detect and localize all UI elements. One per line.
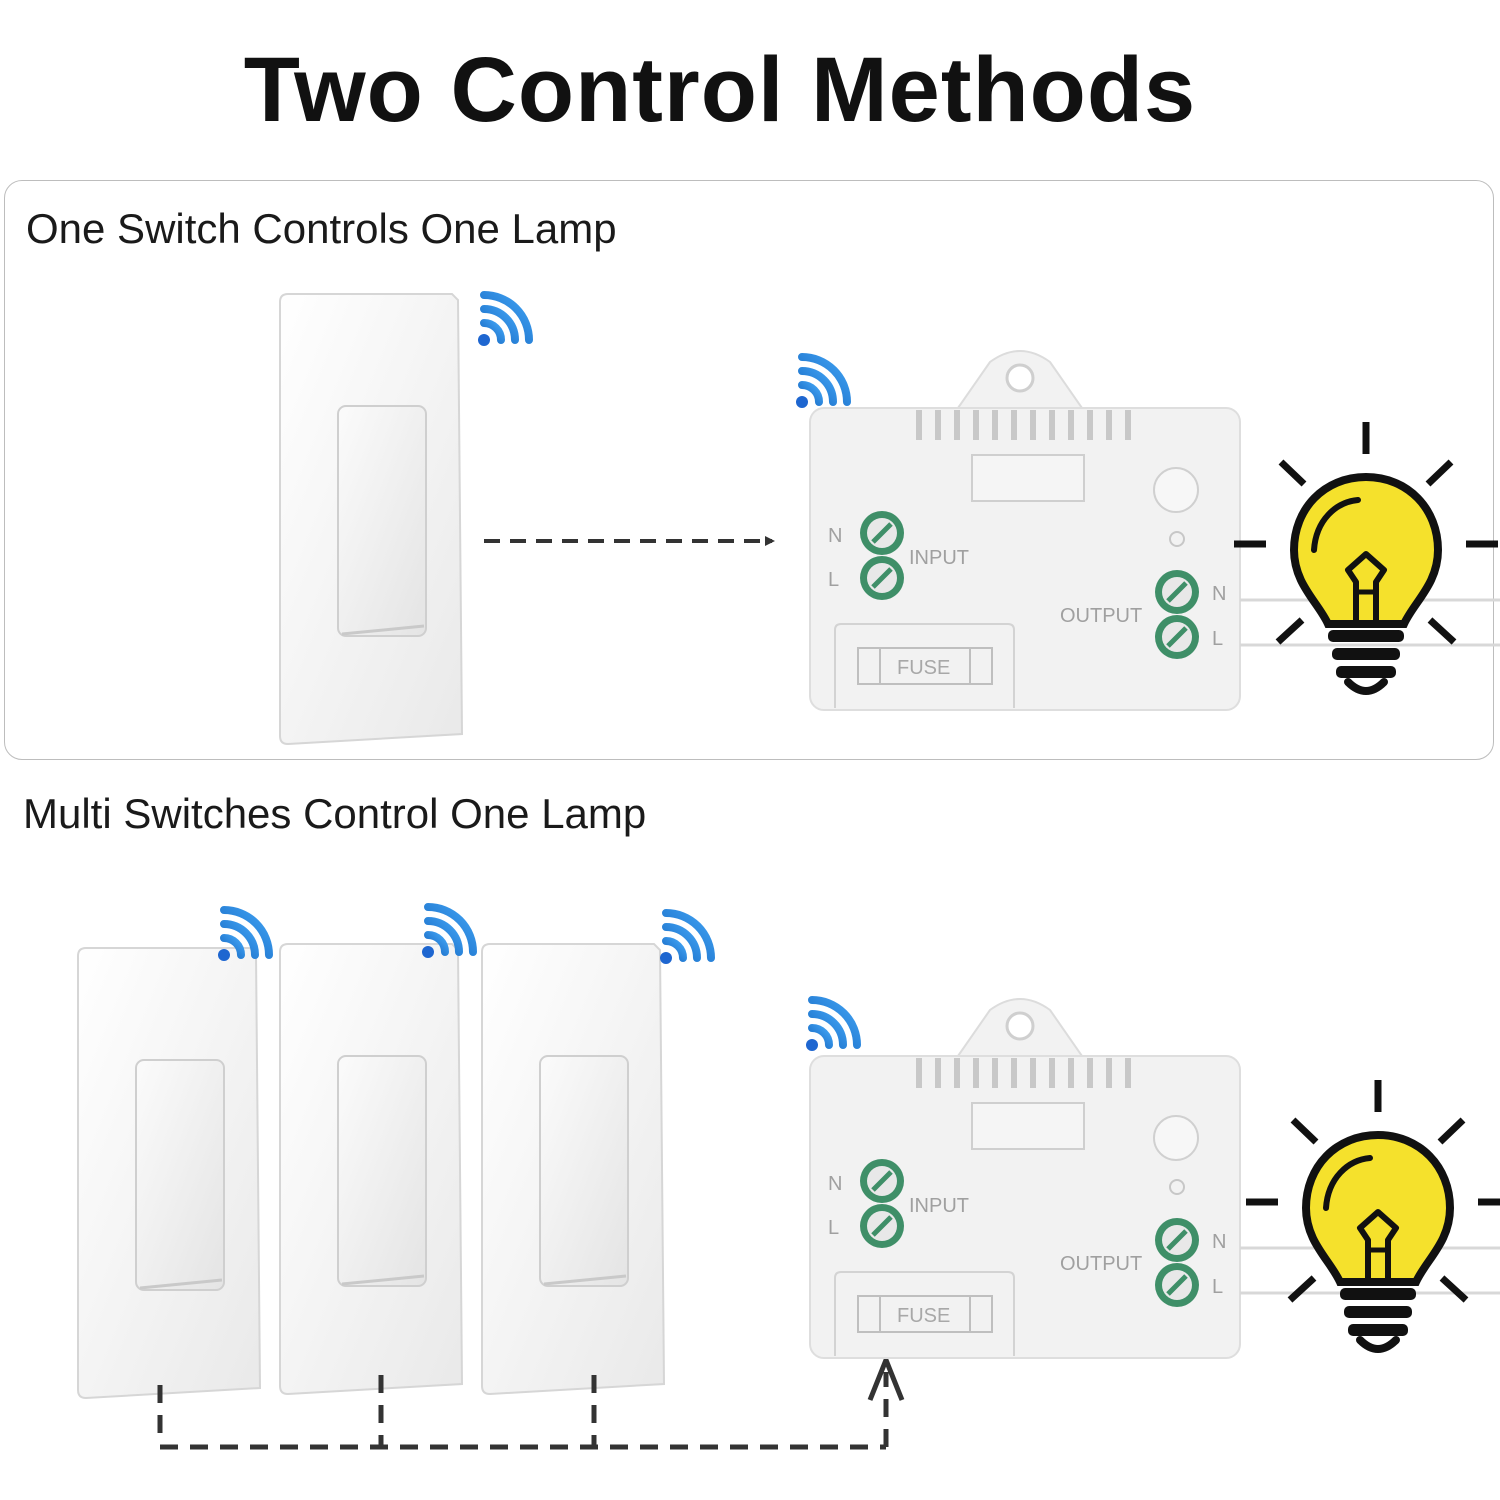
fuse-label: FUSE bbox=[897, 657, 950, 679]
terminal bbox=[860, 1159, 904, 1203]
light-bulb-icon bbox=[1234, 422, 1498, 691]
input-label: INPUT bbox=[909, 1195, 969, 1217]
wifi-signal-icon bbox=[806, 1000, 857, 1051]
wall-switch bbox=[278, 292, 464, 746]
output-n-label: N bbox=[1212, 1231, 1226, 1253]
wifi-signal-icon bbox=[796, 357, 847, 408]
input-l-label: L bbox=[828, 569, 839, 591]
signal-path bbox=[157, 1372, 889, 1450]
terminal bbox=[1155, 615, 1199, 659]
receiver-module: N L INPUT OUTPUT N L FUSE bbox=[809, 350, 1241, 711]
section-one-panel bbox=[4, 180, 1494, 760]
section-two-label: Multi Switches Control One Lamp bbox=[23, 790, 647, 837]
input-label: INPUT bbox=[909, 547, 969, 569]
output-l-label: L bbox=[1212, 1276, 1223, 1298]
wifi-signal-icon bbox=[422, 907, 473, 958]
output-label: OUTPUT bbox=[1060, 1253, 1142, 1275]
terminal bbox=[1155, 1218, 1199, 1262]
receiver-module: N L INPUT OUTPUT N L FUSE bbox=[809, 998, 1241, 1359]
terminal bbox=[1155, 570, 1199, 614]
terminal bbox=[860, 556, 904, 600]
wall-switch bbox=[76, 946, 262, 1400]
input-n-label: N bbox=[828, 1173, 842, 1195]
light-bulb-icon bbox=[1246, 1080, 1500, 1349]
terminal bbox=[1155, 1263, 1199, 1307]
output-label: OUTPUT bbox=[1060, 605, 1142, 627]
terminal bbox=[860, 1204, 904, 1248]
output-n-label: N bbox=[1212, 583, 1226, 605]
signal-arrow bbox=[867, 1353, 905, 1401]
input-l-label: L bbox=[828, 1217, 839, 1239]
input-n-label: N bbox=[828, 525, 842, 547]
wifi-signal-icon bbox=[218, 910, 269, 961]
output-l-label: L bbox=[1212, 628, 1223, 650]
fuse-label: FUSE bbox=[897, 1305, 950, 1327]
page-title: Two Control Methods bbox=[243, 39, 1197, 141]
terminal bbox=[860, 511, 904, 555]
wifi-signal-icon bbox=[660, 913, 711, 964]
wall-switch bbox=[278, 942, 464, 1396]
section-one-label: One Switch Controls One Lamp bbox=[26, 205, 617, 252]
wall-switch bbox=[480, 942, 666, 1396]
wifi-signal-icon bbox=[478, 295, 529, 346]
